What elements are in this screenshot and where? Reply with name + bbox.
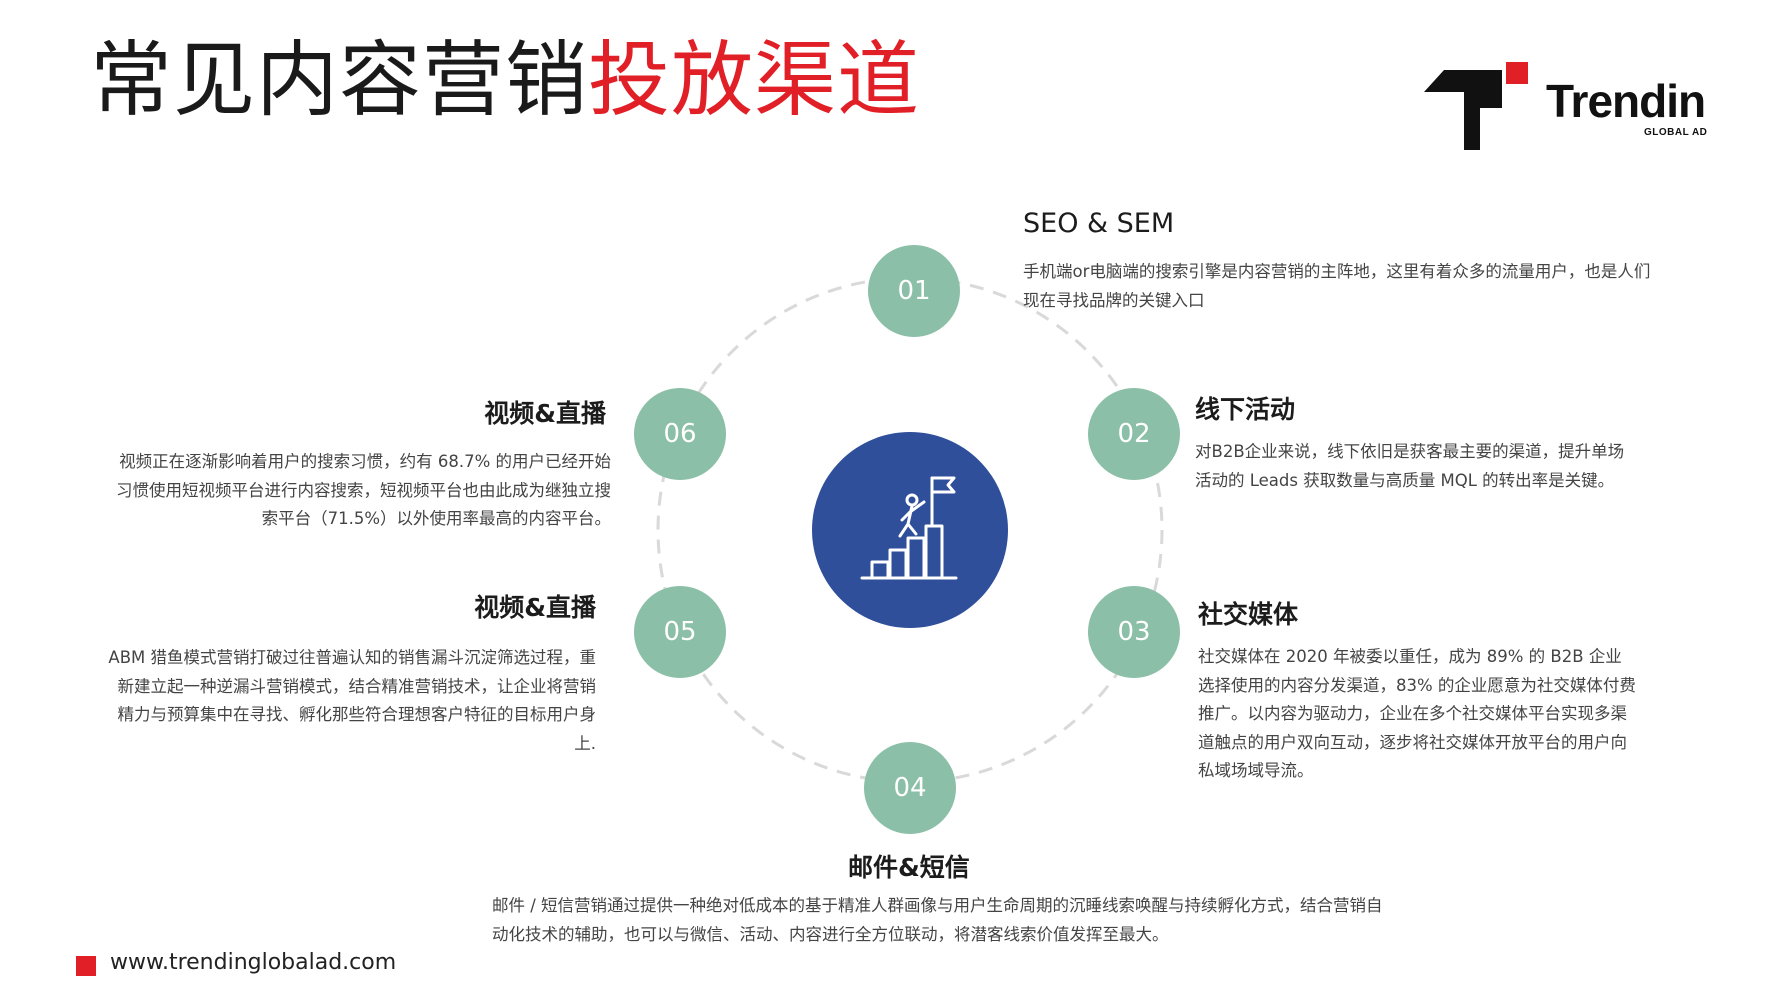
step-05-desc: ABM 猎鱼模式营销打破过往普遍认知的销售漏斗沉淀筛选过程，重新建立起一种逆漏斗… [108,648,596,753]
step-02-heading: 线下活动 [1195,395,1296,424]
footer-website-link[interactable]: www.trendinglobalad.com [110,950,397,975]
step-05-badge: 05 [634,586,726,678]
brand-logo: Trendin GLOBAL AD [1422,60,1712,150]
title-main: 常见内容营销 [90,33,589,128]
step-04-desc: 邮件 / 短信营销通过提供一种绝对低成本的基于精准人群画像与用户生命周期的沉睡线… [492,896,1383,944]
step-04-badge: 04 [864,742,956,834]
climber-flag-icon [860,476,958,580]
step-03-heading: 社交媒体 [1198,600,1299,629]
step-06-badge: 06 [634,388,726,480]
step-01-badge: 01 [868,245,960,337]
step-06-desc: 视频正在逐渐影响着用户的搜索习惯，约有 68.7% 的用户已经开始习惯使用短视频… [116,452,611,528]
step-02-badge: 02 [1088,388,1180,480]
hub-circle [812,432,1008,628]
logo-mark-icon [1424,62,1528,150]
title-accent: 投放渠道 [588,33,921,128]
step-02-desc: 对B2B企业来说，线下依旧是获客最主要的渠道，提升单场活动的 Leads 获取数… [1195,442,1625,490]
step-05-heading: 视频&直播 [474,593,596,622]
step-06-heading: 视频&直播 [484,399,606,428]
step-03-desc: 社交媒体在 2020 年被委以重任，成为 89% 的 B2B 企业选择使用的内容… [1198,647,1636,780]
step-01-desc: 手机端or电脑端的搜索引擎是内容营销的主阵地，这里有着众多的流量用户，也是人们现… [1023,262,1651,310]
logo-name: Trendin [1546,75,1706,127]
logo-tagline: GLOBAL AD [1644,127,1708,138]
step-01-heading: SEO & SEM [1023,208,1175,239]
page-title: 常见内容营销投放渠道 [90,32,920,130]
footer-red-square [76,956,96,976]
step-03-badge: 03 [1088,586,1180,678]
step-04-heading: 邮件&短信 [848,853,970,882]
